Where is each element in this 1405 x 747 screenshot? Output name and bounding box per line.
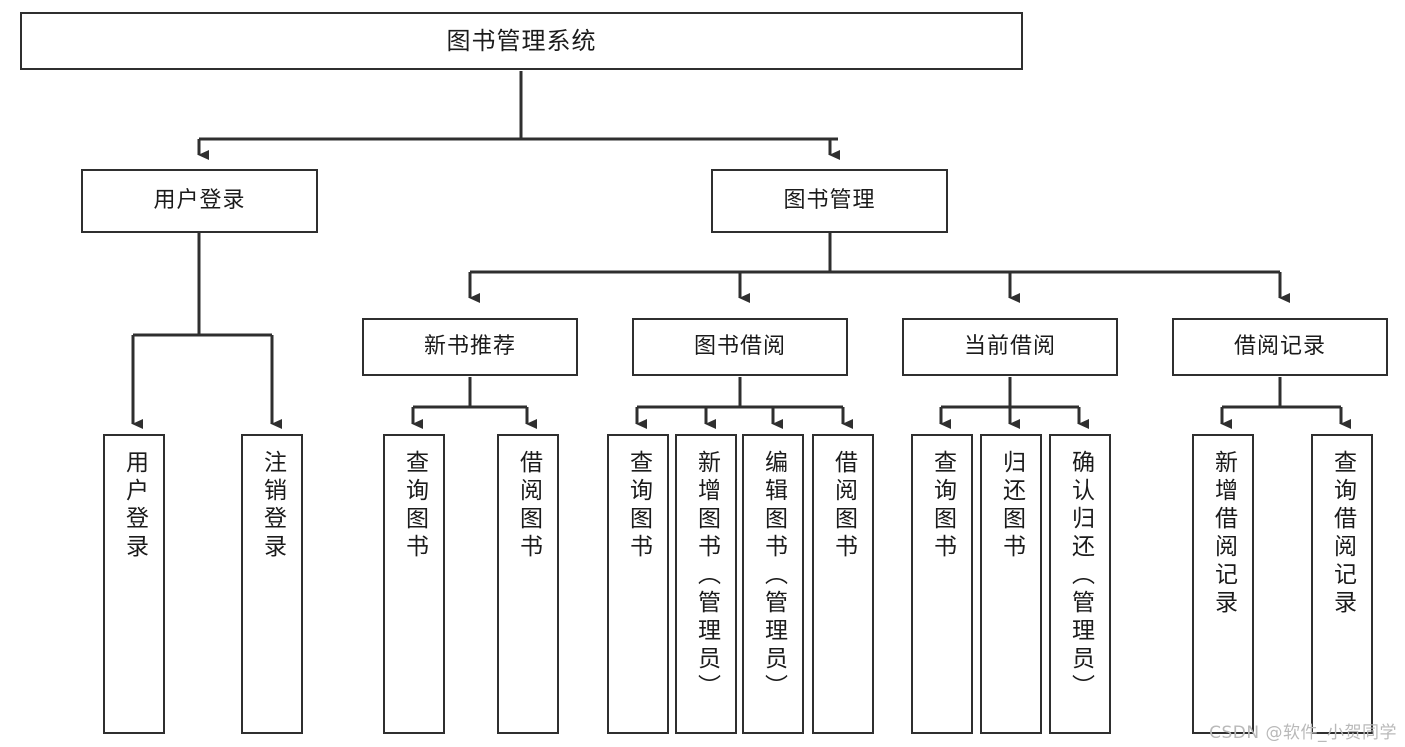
node-label: 新增图书（管理员） [693, 450, 720, 702]
node-label: 用户登录 [121, 450, 148, 562]
leaf-new-book-query[interactable]: 查询图书 [383, 434, 445, 734]
node-label: 借阅图书 [515, 450, 542, 562]
node-current-borrow[interactable]: 当前借阅 [902, 318, 1118, 376]
node-label: 归还图书 [998, 450, 1025, 562]
node-label: 编辑图书（管理员） [760, 450, 787, 702]
node-label: 查询图书 [929, 450, 956, 562]
leaf-borrow-query-book[interactable]: 查询图书 [607, 434, 669, 734]
node-label: 当前借阅 [963, 334, 1056, 360]
leaf-current-confirm-return-admin[interactable]: 确认归还（管理员） [1049, 434, 1111, 734]
node-label: 查询图书 [625, 450, 652, 562]
node-label: 查询借阅记录 [1329, 450, 1356, 618]
leaf-borrow-edit-book-admin[interactable]: 编辑图书（管理员） [742, 434, 804, 734]
leaf-record-query[interactable]: 查询借阅记录 [1311, 434, 1373, 734]
leaf-user-login-signin[interactable]: 用户登录 [103, 434, 165, 734]
node-book-management[interactable]: 图书管理 [711, 169, 948, 233]
node-label: 用户登录 [153, 188, 246, 214]
node-label: 确认归还（管理员） [1067, 450, 1094, 702]
leaf-user-login-signout[interactable]: 注销登录 [241, 434, 303, 734]
node-label: 借阅图书 [830, 450, 857, 562]
leaf-current-query-book[interactable]: 查询图书 [911, 434, 973, 734]
node-label: 注销登录 [259, 450, 286, 562]
node-user-login[interactable]: 用户登录 [81, 169, 318, 233]
node-label: 新书推荐 [423, 334, 516, 360]
leaf-new-book-borrow[interactable]: 借阅图书 [497, 434, 559, 734]
node-label: 查询图书 [401, 450, 428, 562]
node-root-system[interactable]: 图书管理系统 [20, 12, 1023, 70]
leaf-borrow-borrow-book[interactable]: 借阅图书 [812, 434, 874, 734]
leaf-current-return-book[interactable]: 归还图书 [980, 434, 1042, 734]
node-label: 图书管理系统 [446, 26, 597, 55]
node-label: 图书借阅 [693, 334, 786, 360]
node-label: 借阅记录 [1233, 334, 1326, 360]
node-label: 新增借阅记录 [1210, 450, 1237, 618]
watermark-text: CSDN @软件_小贺同学 [1209, 723, 1397, 743]
node-borrow-record[interactable]: 借阅记录 [1172, 318, 1388, 376]
node-new-book-recommend[interactable]: 新书推荐 [362, 318, 578, 376]
leaf-record-add[interactable]: 新增借阅记录 [1192, 434, 1254, 734]
node-book-borrow[interactable]: 图书借阅 [632, 318, 848, 376]
node-label: 图书管理 [783, 188, 876, 214]
leaf-borrow-add-book-admin[interactable]: 新增图书（管理员） [675, 434, 737, 734]
